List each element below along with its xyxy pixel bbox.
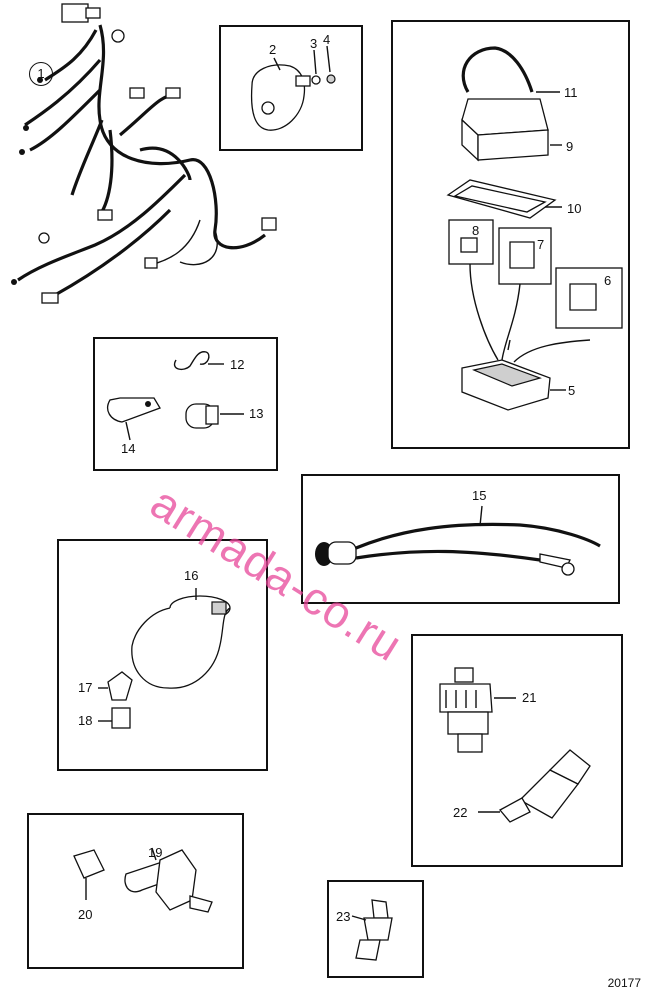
part-box-cable [301, 474, 620, 604]
part-box-small-sender [327, 880, 424, 978]
sender-23 [371, 899, 389, 919]
cover-9 [461, 98, 549, 136]
cable-clip-14 [107, 397, 161, 423]
callout-10: 10 [567, 201, 582, 216]
cable-drawing [315, 505, 601, 576]
callout-22: 22 [453, 805, 468, 820]
harness-grommet [111, 29, 125, 43]
callout-6: 6 [604, 273, 612, 288]
callout-2: 2 [269, 42, 277, 57]
callout-19: 19 [148, 845, 163, 860]
speed-sensor-drawing [73, 847, 213, 913]
figure-number: 20177 [607, 976, 641, 990]
callout-16: 16 [184, 568, 199, 583]
temperature-senders-drawing [439, 667, 591, 823]
callout-20: 20 [78, 907, 93, 922]
callout-3: 3 [310, 36, 318, 51]
oil-pressure-sender-drawing [98, 588, 231, 729]
elbow-17 [107, 671, 133, 701]
adapter-18 [111, 707, 131, 729]
callout-13: 13 [249, 406, 264, 421]
nut-20 [73, 849, 105, 879]
callout-15: 15 [472, 488, 487, 503]
callout-4: 4 [323, 32, 331, 47]
callout-5: 5 [568, 383, 576, 398]
callout-7: 7 [537, 237, 545, 252]
part-box-temperature-senders [411, 634, 623, 867]
callout-14: 14 [121, 441, 136, 456]
relay-center-drawing [446, 46, 623, 411]
harness-connector-block [61, 3, 89, 23]
small-sender-drawing [351, 899, 393, 961]
relay-6-box [555, 267, 623, 329]
callout-12: 12 [230, 357, 245, 372]
callout-1: 1 [29, 62, 53, 86]
callout-11: 11 [564, 85, 578, 100]
wiring-harness-drawing [11, 3, 277, 304]
clip-12 [173, 351, 210, 371]
callout-23: 23 [336, 909, 351, 924]
callout-9: 9 [566, 139, 574, 154]
seal-strip-11 [461, 46, 534, 93]
clips-drawing [107, 351, 244, 441]
callout-17: 17 [78, 680, 93, 695]
distributor-drawing [250, 45, 336, 131]
callout-21: 21 [522, 690, 537, 705]
callout-8: 8 [472, 223, 480, 238]
callout-18: 18 [78, 713, 93, 728]
